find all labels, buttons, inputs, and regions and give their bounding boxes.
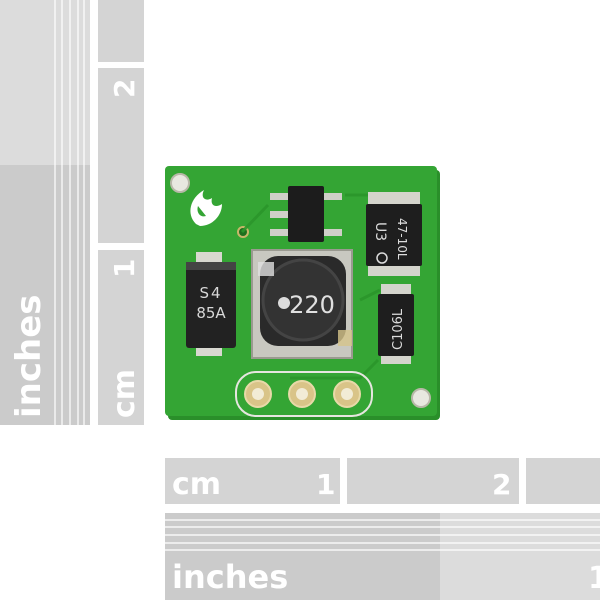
capacitor-c106l: C106L <box>378 284 414 364</box>
diode-s4: S4 85A <box>186 252 236 356</box>
horizontal-mark-1: 1 <box>316 468 335 501</box>
mounting-hole-top-left <box>170 173 190 193</box>
vertical-mark-2: 2 <box>108 79 141 98</box>
pcb-board: S4 85A 220 U3 <box>165 166 440 420</box>
mounting-hole-bottom-right <box>411 388 431 408</box>
regulator-u3: U3 47-10L <box>366 192 422 276</box>
vertical-mark-1: 1 <box>108 259 141 278</box>
regulator-marking-line1: U3 <box>372 222 388 241</box>
capacitor-marking: C106L <box>391 308 406 350</box>
vertical-inches-label: inches <box>9 294 49 418</box>
horizontal-mark-2: 2 <box>492 468 511 501</box>
header-pads <box>235 371 373 417</box>
flame-logo-icon <box>190 190 222 226</box>
regulator-marking-line2: 47-10L <box>395 218 409 260</box>
diode-marking-line1: S4 <box>199 284 222 302</box>
diode-marking-line2: 85A <box>196 304 226 322</box>
vertical-ruler: inches cm 1 2 <box>0 0 144 425</box>
horizontal-inch-mark-1: 1 <box>588 561 600 596</box>
horizontal-cm-label: cm <box>172 467 221 502</box>
vertical-cm-label: cm <box>107 369 142 418</box>
inductor-marking: 220 <box>289 291 335 319</box>
horizontal-ruler: cm 1 2 inches 1 <box>165 458 600 600</box>
horizontal-inches-label: inches <box>172 558 288 596</box>
inductor-220: 220 <box>251 249 353 359</box>
transistor-sot <box>270 186 342 242</box>
